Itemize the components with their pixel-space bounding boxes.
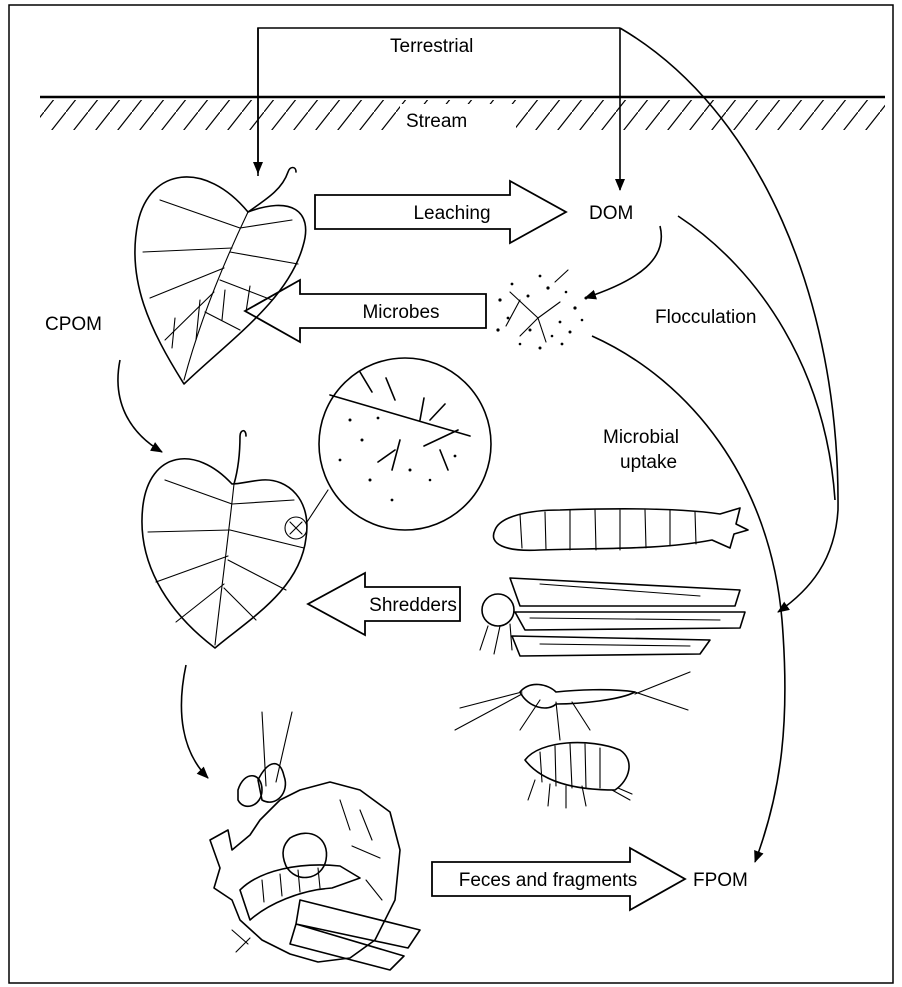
conditioned-leaf-icon xyxy=(142,431,328,648)
microbes-label: Microbes xyxy=(362,302,439,323)
fpom-label: FPOM xyxy=(693,870,748,891)
magnifier-circle-icon xyxy=(319,358,491,530)
stream-label: Stream xyxy=(406,111,467,132)
shredders-label: Shredders xyxy=(369,595,457,616)
shredders-arrow: Shredders xyxy=(308,573,460,635)
cpom-label: CPOM xyxy=(45,314,102,335)
leaching-arrow: Leaching xyxy=(315,181,566,243)
microbial-uptake-curve xyxy=(592,336,785,862)
microbial-uptake-label-1: Microbial xyxy=(603,427,679,448)
caddisfly-larva-icon xyxy=(493,508,748,550)
cpom-to-conditioned-arrow xyxy=(118,360,162,452)
flocculation-curve xyxy=(678,216,835,500)
leaching-label: Leaching xyxy=(413,203,490,224)
leaf-icon xyxy=(135,168,306,385)
figure-frame xyxy=(9,5,893,983)
feces-fragments-arrow: Feces and fragments xyxy=(432,848,685,910)
microbial-uptake-label-2: uptake xyxy=(620,452,677,473)
microbe-cluster-icon xyxy=(496,270,587,350)
terrestrial-label: Terrestrial xyxy=(390,36,473,57)
leaf-to-cluster-arrow xyxy=(181,665,208,778)
amphipod-icon xyxy=(525,743,632,808)
feces-fragments-label: Feces and fragments xyxy=(459,870,637,891)
flocculation-label: Flocculation xyxy=(655,307,756,328)
cased-caddisfly-icon xyxy=(480,578,745,656)
shredded-leaf-cluster-icon xyxy=(210,712,420,970)
dom-label: DOM xyxy=(589,203,633,224)
stonefly-nymph-icon xyxy=(455,672,690,740)
dom-to-microbes-arrow xyxy=(585,226,661,298)
